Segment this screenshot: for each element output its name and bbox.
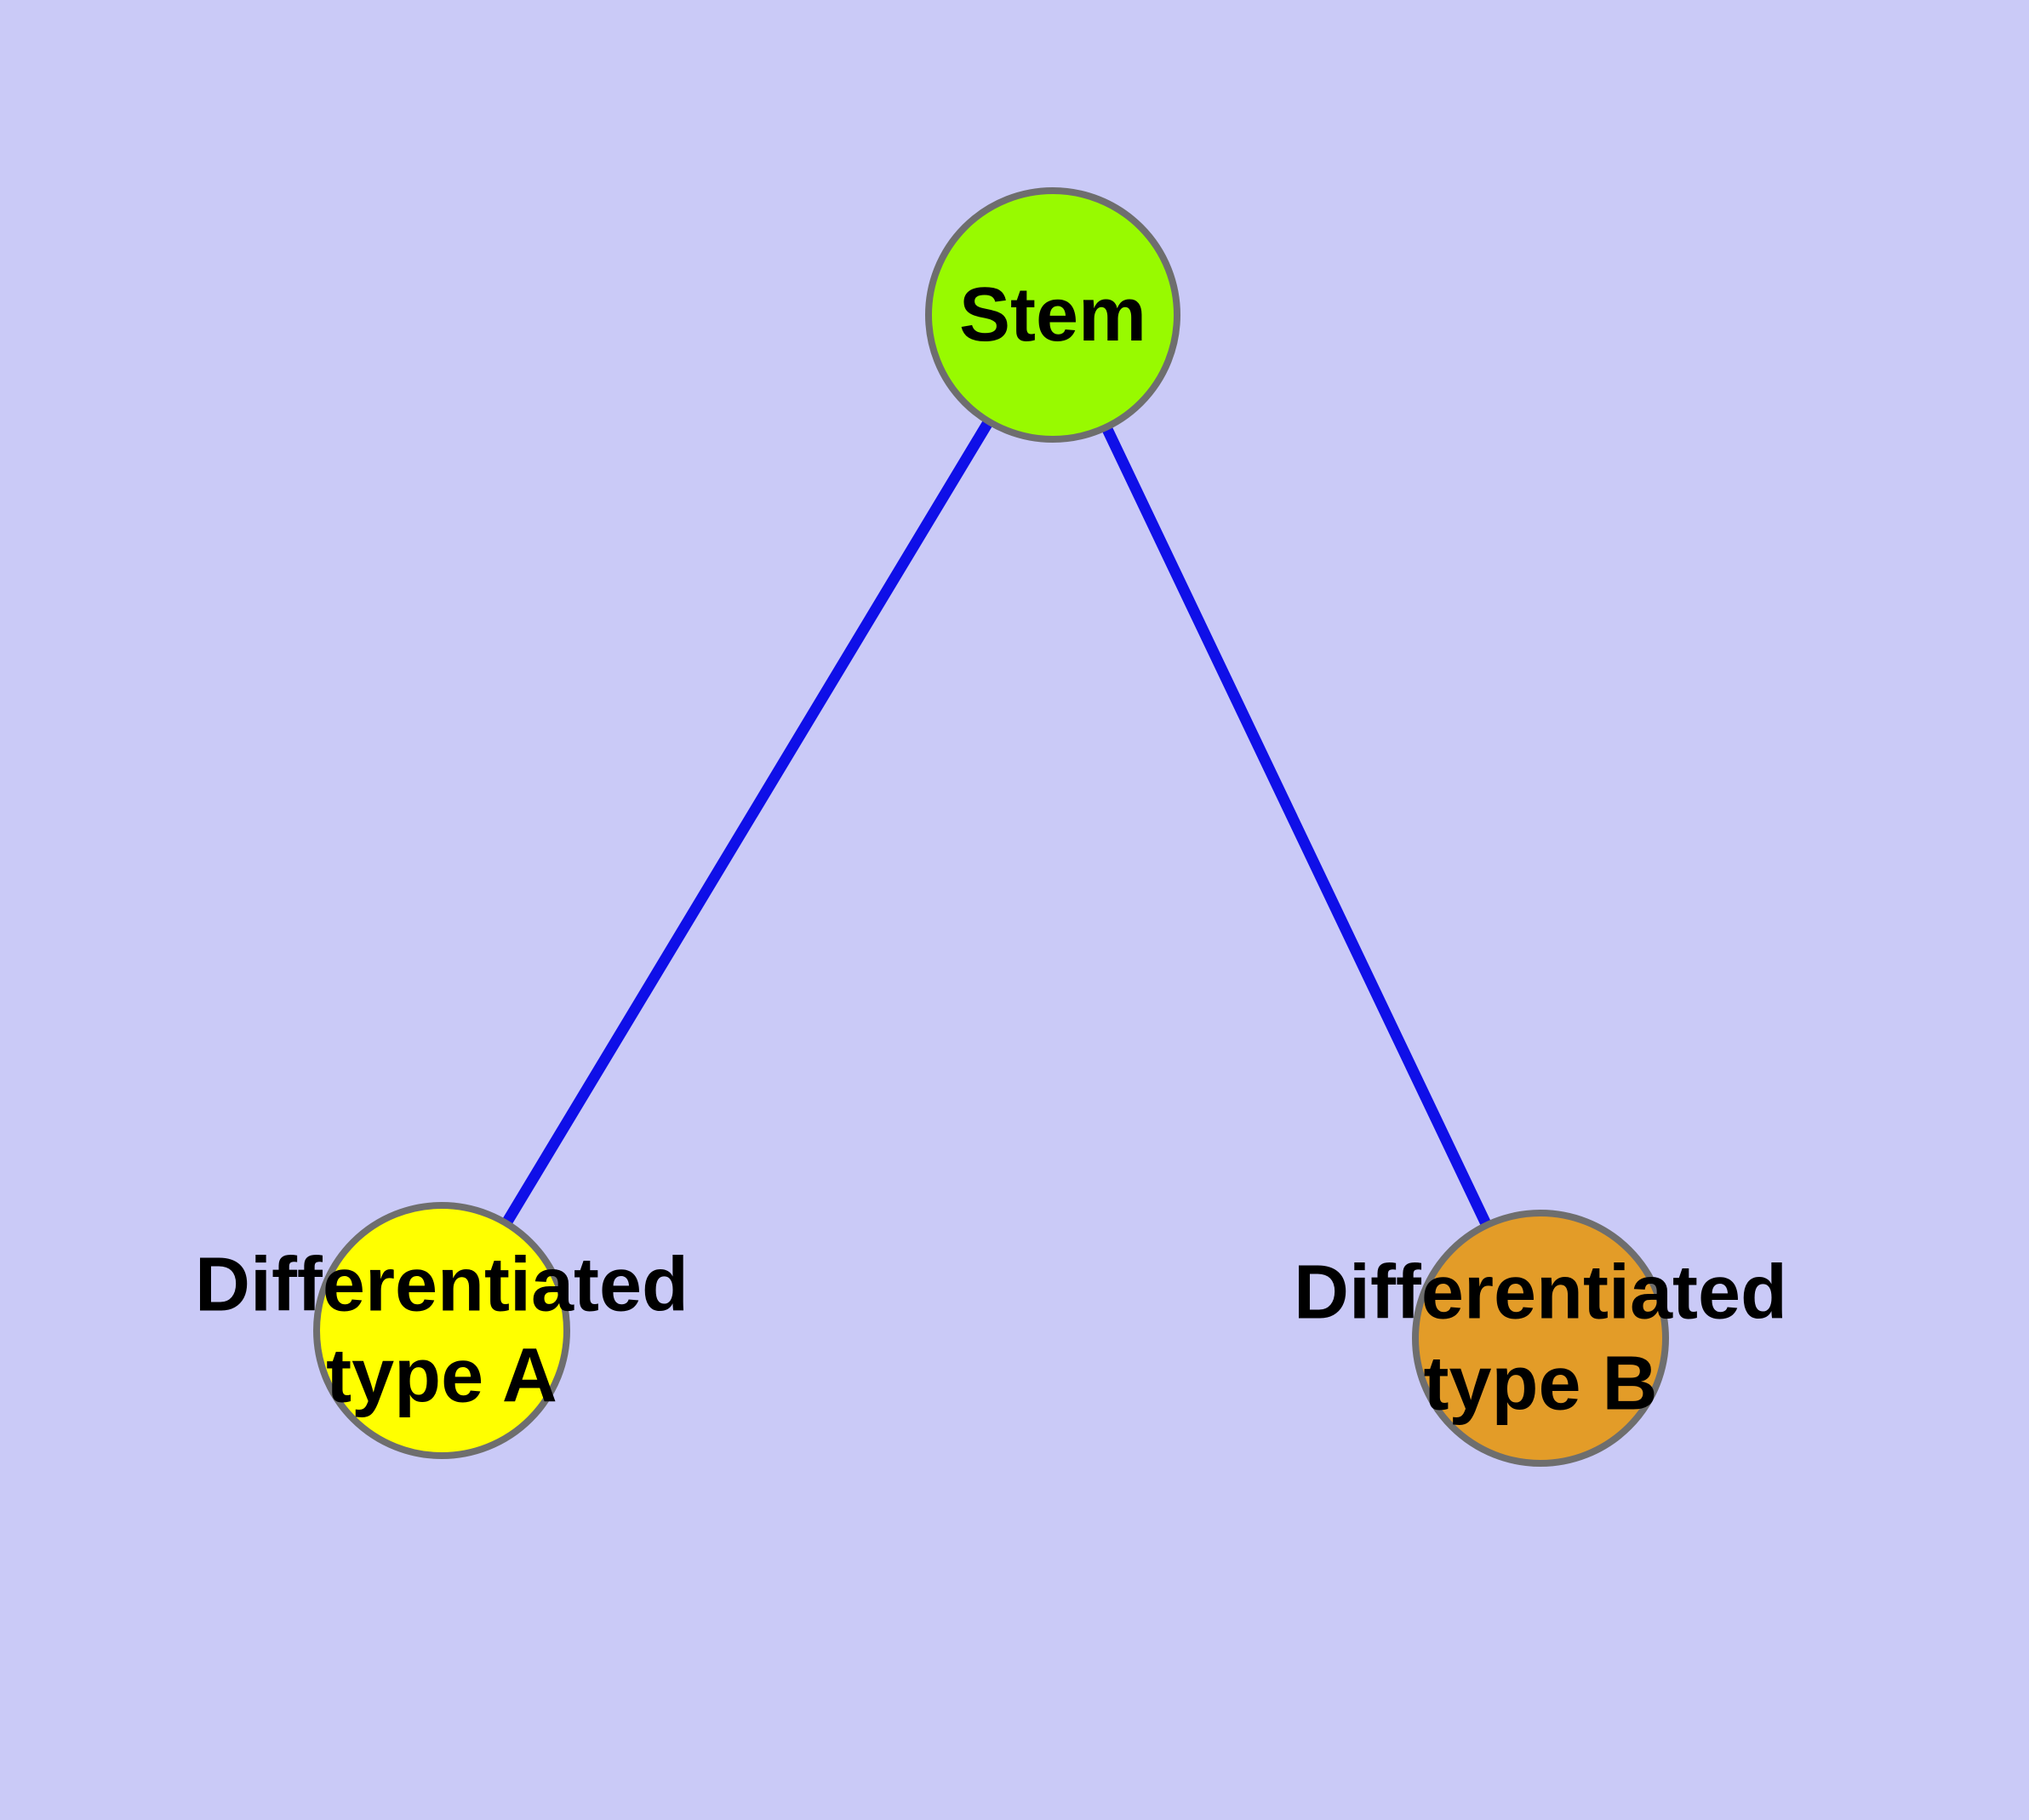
edge-stem-to-differentiated-type-a — [437, 312, 1058, 1334]
node-differentiated-type-a[interactable] — [313, 1202, 570, 1459]
edge-stem-to-differentiated-type-b — [1048, 312, 1546, 1341]
node-label-differentiated-type-a-line1: Differentiated — [195, 1243, 689, 1328]
node-label-differentiated-type-b-line2: type B — [1423, 1342, 1657, 1427]
node-label-differentiated-type-b-line1: Differentiated — [1294, 1251, 1787, 1336]
node-label-differentiated-type-a-line2: type A — [326, 1334, 557, 1419]
node-stem[interactable] — [925, 187, 1180, 443]
node-label-stem-line1: Stem — [959, 272, 1146, 358]
node-differentiated-type-b[interactable] — [1412, 1210, 1669, 1467]
